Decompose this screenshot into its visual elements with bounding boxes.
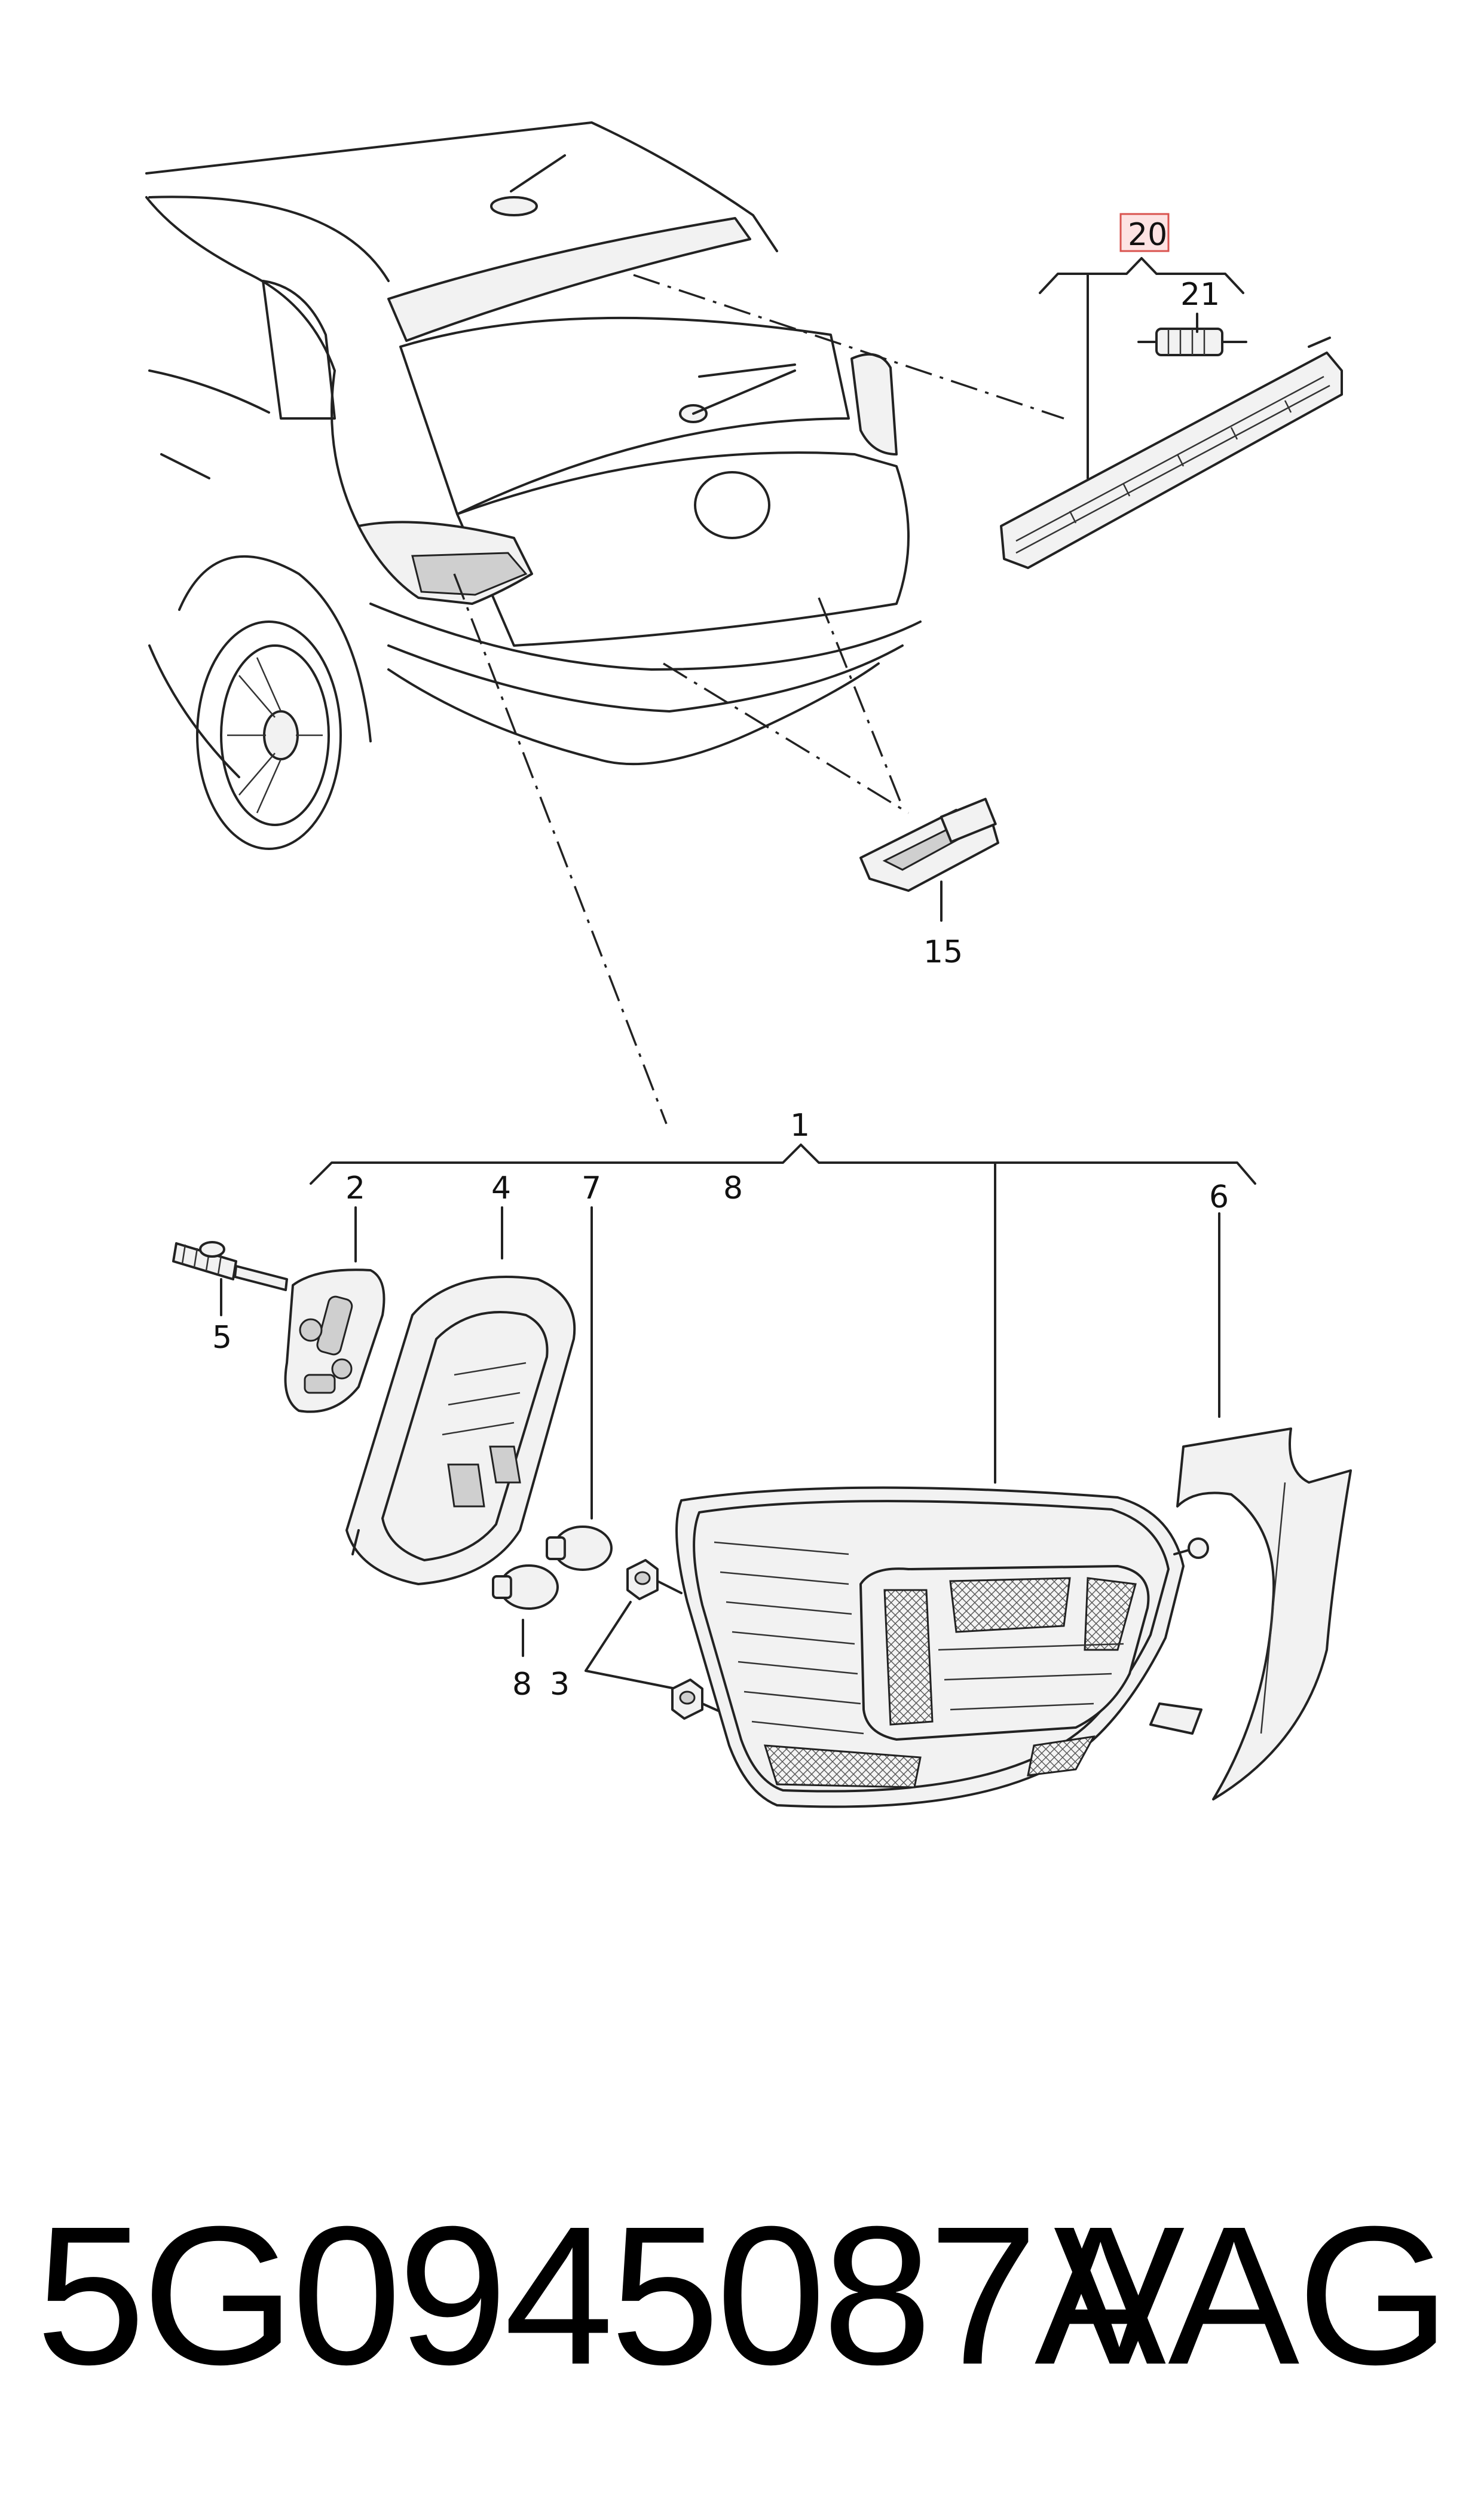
- high-mount-brake-light: [1000, 337, 1343, 569]
- callout-6: 6: [1209, 1179, 1229, 1215]
- callout-labels: 20 21 15 1 2 4 7 8 6 5 8 3: [212, 217, 1229, 1702]
- license-plate-light: [859, 797, 999, 892]
- callout-15: 15: [923, 934, 963, 970]
- callout-4: 4: [491, 1170, 511, 1206]
- nut-3-upper: [626, 1559, 683, 1600]
- tail-lamp-housing: [675, 1486, 1209, 1808]
- brand-name: VAG: [1053, 2185, 1451, 2405]
- car-rear-illustration: [145, 121, 922, 850]
- callout-bracket-20: [940, 213, 1244, 922]
- callout-2: 2: [345, 1170, 365, 1206]
- trim-panel-6: [1176, 1427, 1352, 1800]
- callout-3: 3: [550, 1667, 570, 1702]
- bulb-holder-21: [1137, 328, 1247, 356]
- gasket-2: [284, 1268, 385, 1413]
- bulb-7: [546, 1526, 613, 1571]
- callout-bracket-1: [220, 1144, 1256, 1690]
- callout-21: 21: [1180, 277, 1220, 313]
- bulb-8: [492, 1564, 559, 1610]
- part-number: 5G0945087A: [36, 2185, 1166, 2405]
- callout-20: 20: [1128, 217, 1167, 253]
- callout-8-bottom: 8: [512, 1667, 532, 1702]
- assembly-leader-lines: [453, 274, 1064, 1124]
- bulb-carrier-4: [345, 1276, 576, 1585]
- nut-3-lower: [671, 1679, 730, 1720]
- callout-1: 1: [790, 1108, 810, 1144]
- callout-8-top: 8: [723, 1170, 743, 1206]
- callout-7: 7: [582, 1170, 601, 1206]
- screw-5: [172, 1241, 288, 1291]
- callout-5: 5: [212, 1320, 232, 1356]
- footer-caption: 5G0945087A VAG: [0, 2140, 1484, 2451]
